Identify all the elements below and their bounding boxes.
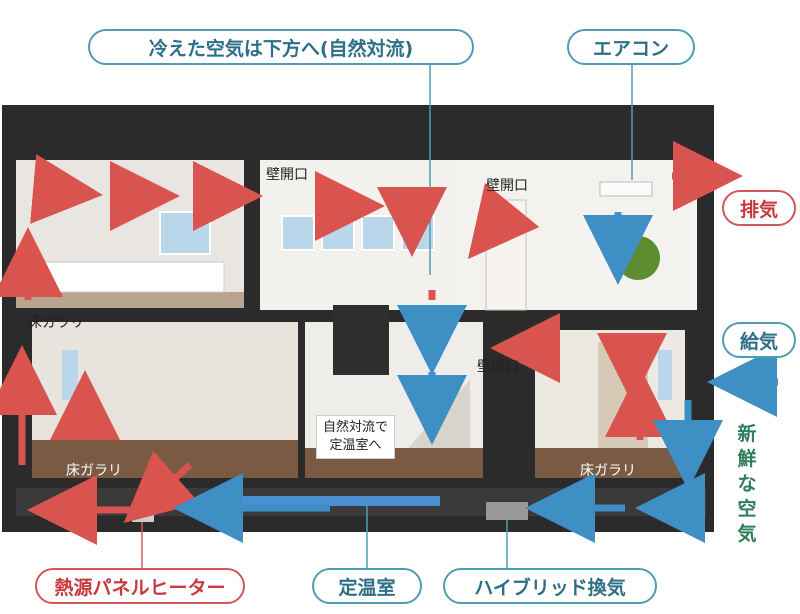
natural-convection-label: 冷えた空気は下方へ(自然対流) <box>88 29 474 65</box>
aircon-label: エアコン <box>567 29 695 65</box>
convection-note: 自然対流で 定温室へ <box>316 415 396 459</box>
wall-opening-label-3: 壁開口 <box>477 359 519 375</box>
aircon-unit <box>599 181 653 197</box>
supply-label: 給気 <box>722 322 796 358</box>
exhaust-label: 排気 <box>722 190 796 226</box>
convection-note-line1: 自然対流で <box>323 420 389 435</box>
constant-temp-duct <box>210 496 440 506</box>
wall-opening-label-1: 壁開口 <box>266 167 308 183</box>
warm-air-arrows <box>0 141 743 545</box>
floor-grille-label-3: 床ガラリ <box>580 463 636 479</box>
hybrid-ventilation-unit <box>486 502 528 520</box>
panel-heater-label: 熱源パネルヒーター <box>35 568 245 604</box>
constant-temp-room-label: 定温室 <box>312 568 422 604</box>
cool-air-arrows <box>173 212 778 543</box>
floor-grille-label-2: 床ガラリ <box>66 463 122 479</box>
wall-opening-label-2: 壁開口 <box>486 178 528 194</box>
fresh-air-label: 新鮮な空気 <box>737 423 757 545</box>
floor-grille-label-1: 床ガラリ <box>28 315 84 331</box>
hybrid-ventilation-label: ハイブリッド換気 <box>443 568 657 604</box>
convection-note-line2: 定温室へ <box>329 438 382 453</box>
